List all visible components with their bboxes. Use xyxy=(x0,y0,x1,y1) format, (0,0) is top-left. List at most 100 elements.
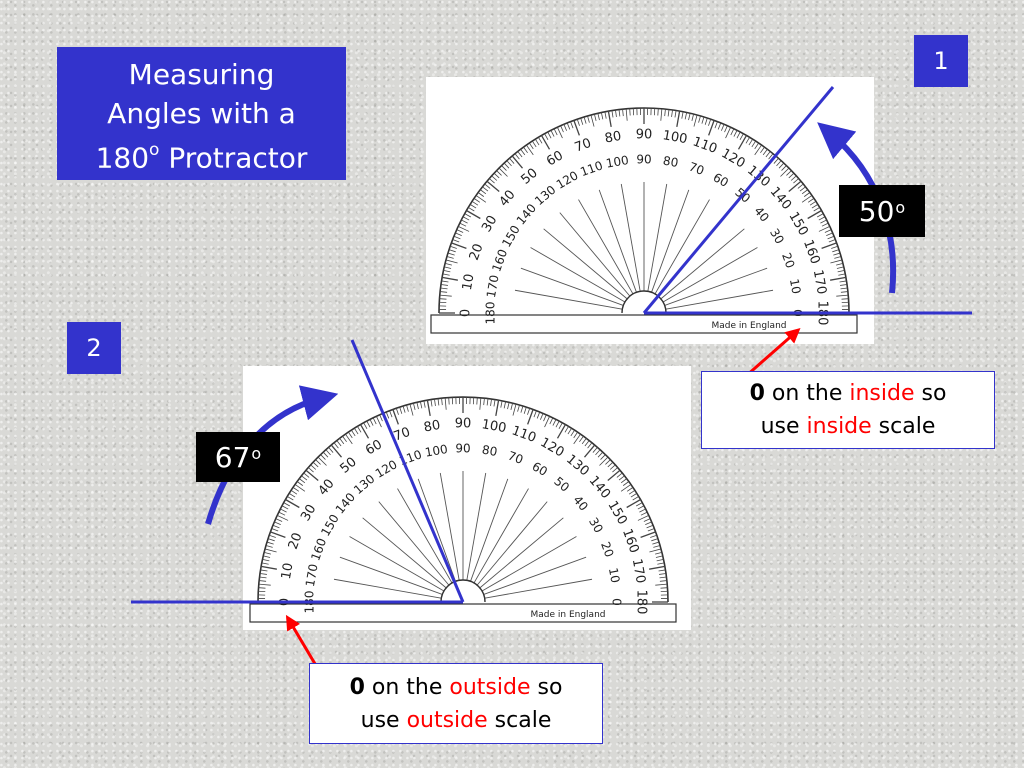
protractor-degree-tick xyxy=(708,120,715,136)
protractor-degree-tick xyxy=(651,538,659,542)
protractor-degree-tick xyxy=(453,235,461,240)
protractor-inner-scale-label: 0 xyxy=(610,598,624,606)
protractor-degree-tick xyxy=(288,493,296,498)
protractor-radial-line xyxy=(439,472,460,581)
protractor-degree-tick xyxy=(264,548,277,553)
protractor-degree-tick xyxy=(468,207,475,212)
protractor-degree-tick xyxy=(773,158,779,164)
protractor-degree-tick xyxy=(573,431,578,439)
protractor-centre-arc xyxy=(440,579,486,603)
protractor-degree-tick xyxy=(821,242,837,249)
protractor-degree-tick xyxy=(813,207,820,212)
protractor-degree-tick xyxy=(717,122,722,130)
protractor-radial-line xyxy=(378,501,450,586)
protractor-degree-tick xyxy=(701,116,705,124)
protractor-degree-tick xyxy=(799,186,806,192)
protractor-degree-tick xyxy=(567,427,572,435)
protractor-degree-tick xyxy=(811,204,819,209)
protractor-degree-tick xyxy=(788,180,802,193)
protractor-degree-tick xyxy=(270,531,286,538)
protractor-base-strip xyxy=(430,314,858,334)
protractor-degree-tick xyxy=(269,534,276,538)
protractor-degree-tick xyxy=(462,216,470,221)
protractor-inner-scale-label: 10 xyxy=(606,567,622,584)
protractor-degree-tick xyxy=(287,496,294,501)
protractor-radial-line xyxy=(484,578,593,599)
protractor-degree-tick xyxy=(259,580,267,582)
protractor-inner-scale-label: 90 xyxy=(455,442,470,456)
protractor-degree-tick xyxy=(583,116,587,124)
protractor-degree-tick xyxy=(838,273,846,276)
protractor-degree-tick xyxy=(330,444,343,458)
protractor-degree-tick xyxy=(831,245,838,249)
protractor-outer-scale-label: 60 xyxy=(363,437,385,458)
protractor-degree-tick xyxy=(354,427,359,435)
protractor-degree-tick xyxy=(441,280,449,283)
protractor-degree-tick xyxy=(261,562,269,565)
title-line-1: Measuring xyxy=(128,58,275,91)
protractor-degree-tick xyxy=(532,140,537,148)
protractor-degree-tick xyxy=(552,419,557,426)
protractor-degree-tick xyxy=(486,180,500,193)
protractor-degree-tick xyxy=(620,484,632,492)
protractor-degree-tick xyxy=(260,569,268,572)
protractor-degree-tick xyxy=(520,149,526,156)
protractor-degree-tick xyxy=(605,459,611,465)
protractor-degree-tick xyxy=(547,131,552,139)
protractor-radial-line xyxy=(660,228,745,300)
protractor-degree-tick xyxy=(830,276,846,281)
protractor-outer-scale-label: 70 xyxy=(392,425,413,445)
protractor-degree-tick xyxy=(622,481,630,486)
protractor-degree-tick xyxy=(280,508,287,513)
protractor-degree-tick xyxy=(484,183,491,189)
protractor-degree-tick xyxy=(336,440,342,447)
example-2-badge: 2 xyxy=(67,322,121,374)
protractor-degree-tick xyxy=(500,400,503,408)
protractor-inner-scale-label: 170 xyxy=(484,274,502,299)
protractor-degree-tick xyxy=(459,222,467,227)
protractor-degree-tick xyxy=(406,404,409,412)
protractor-degree-tick xyxy=(473,198,481,203)
protractor-degree-tick xyxy=(609,464,616,470)
protractor-degree-tick xyxy=(379,414,383,422)
protractor-degree-tick xyxy=(533,410,537,418)
protractor-degree-tick xyxy=(475,195,487,203)
protractor-maker-text: Made in England xyxy=(531,610,606,620)
protractor-degree-tick xyxy=(263,552,271,555)
protractor-degree-tick xyxy=(612,467,618,473)
protractor-degree-tick xyxy=(618,109,621,117)
protractor-degree-tick xyxy=(597,113,600,121)
protractor-outer-scale-label: 30 xyxy=(479,213,500,235)
protractor-degree-tick xyxy=(592,447,598,453)
protractor-degree-tick xyxy=(658,569,666,572)
protractor-degree-tick xyxy=(765,151,771,158)
protractor-degree-tick xyxy=(271,528,279,532)
protractor-radial-line xyxy=(530,247,626,303)
protractor-degree-tick xyxy=(517,404,520,412)
protractor-degree-tick xyxy=(655,583,668,586)
protractor-radial-line xyxy=(397,488,453,584)
protractor-degree-tick xyxy=(553,128,558,136)
protractor-degree-tick xyxy=(310,464,317,470)
protractor-degree-tick xyxy=(659,580,667,582)
protractor-outer-scale-label: 100 xyxy=(480,417,507,436)
protractor-degree-tick xyxy=(409,403,414,416)
protractor-degree-tick xyxy=(594,113,597,121)
protractor-degree-tick xyxy=(676,111,681,127)
protractor-degree-tick xyxy=(724,125,728,133)
protractor-radial-line xyxy=(333,578,442,599)
protractor-degree-tick xyxy=(430,399,433,407)
protractor-degree-tick xyxy=(299,478,306,484)
protractor-degree-tick xyxy=(745,137,750,144)
protractor-degree-tick xyxy=(320,454,326,460)
protractor-degree-tick xyxy=(442,276,458,281)
protractor-degree-tick xyxy=(479,397,482,410)
protractor-inner-scale-label: 70 xyxy=(687,160,706,178)
protractor-degree-tick xyxy=(653,545,661,548)
protractor-radial-line xyxy=(417,478,456,582)
protractor-degree-tick xyxy=(751,140,756,148)
protractor-degree-tick xyxy=(576,119,580,126)
protractor-degree-tick xyxy=(493,399,496,407)
protractor-degree-tick xyxy=(272,524,280,529)
